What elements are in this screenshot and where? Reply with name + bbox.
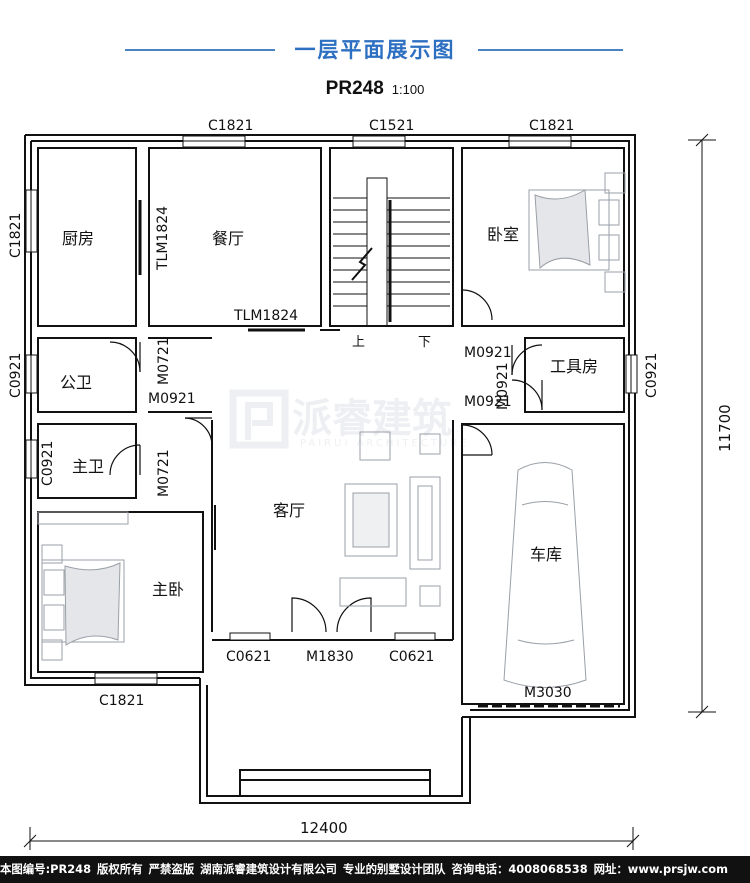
opening-labels: C1821 C1521 C1821 C1821 TLM1824 TLM1824 … (8, 118, 660, 709)
footer-item: 本图编号:PR248 (0, 862, 92, 876)
label-c1821-bottom: C1821 (99, 693, 144, 709)
label-m0921-right-lower: M0921 (464, 394, 512, 410)
staircase (333, 177, 450, 327)
bedroom-bed (528, 172, 626, 293)
title-line-left (125, 49, 275, 51)
room-master-bedroom: 主卧 (152, 580, 184, 599)
dimension-lines (23, 133, 716, 850)
title-line-right (478, 49, 623, 51)
label-m0721-upper: M0721 (156, 337, 172, 385)
label-m3030: M3030 (524, 685, 572, 701)
label-c1821-left: C1821 (8, 213, 24, 258)
label-m0721-lower: M0721 (156, 449, 172, 497)
label-c0621-left: C0621 (226, 649, 271, 665)
stair-down-label: 下 (418, 335, 431, 350)
dimension-width: 12400 (300, 819, 348, 837)
label-m0921-right-upper: M0921 (464, 345, 512, 361)
room-living: 客厅 (273, 501, 305, 520)
label-m0921-right-vertical: M0921 (495, 362, 511, 410)
label-c0921-left-upper: C0921 (8, 353, 24, 398)
room-garage: 车库 (530, 545, 562, 564)
label-tlm1824-horizontal: TLM1824 (233, 308, 298, 324)
label-c0621-right: C0621 (389, 649, 434, 665)
room-dining: 餐厅 (212, 229, 244, 248)
room-master-bath: 主卫 (72, 457, 104, 476)
dimension-height: 11700 (716, 404, 734, 452)
watermark-logo: 派睿建筑 PAIRUI ARCHITECTURE (229, 389, 469, 449)
label-m0921-left: M0921 (148, 391, 196, 407)
footer-bar: 本图编号:PR248 版权所有严禁盗版湖南派睿建筑设计有限公司专业的别墅设计团队咨… (0, 856, 750, 883)
watermark-text: 派睿建筑 (292, 396, 452, 442)
furniture (37, 172, 626, 688)
watermark-en: PAIRUI ARCHITECTURE (300, 438, 469, 449)
label-c1521-top: C1521 (369, 118, 414, 134)
footer-item: 专业的别墅设计团队 (342, 862, 446, 876)
footer-item: 严禁盗版 (148, 862, 195, 876)
label-c0921-right: C0921 (644, 353, 660, 398)
label-c0921-left-lower: C0921 (40, 441, 56, 486)
room-public-bath: 公卫 (60, 373, 92, 392)
label-c1821-top-left: C1821 (208, 118, 253, 134)
room-kitchen: 厨房 (62, 229, 94, 248)
label-c1821-top-right: C1821 (529, 118, 574, 134)
label-m1830: M1830 (306, 649, 354, 665)
footer-item: 网址：www.prsjw.com (593, 862, 728, 876)
doors (109, 289, 620, 708)
plan-scale: 1:100 (391, 82, 425, 97)
plan-code: PR248 (325, 78, 384, 99)
living-furniture (214, 431, 441, 607)
garage-car (503, 462, 587, 688)
footer-item: 湖南派睿建筑设计有限公司 (200, 862, 337, 876)
room-tool-room: 工具房 (550, 357, 598, 376)
plan-code-line: PR248 1:100 (0, 78, 750, 100)
windows (25, 135, 638, 685)
page-title: 一层平面展示图 (280, 38, 470, 62)
footer-item: 版权所有 (97, 862, 143, 876)
label-tlm1824-vertical: TLM1824 (155, 206, 171, 271)
master-bed (37, 511, 129, 661)
footer-item: 咨询电话：4008068538 (451, 862, 588, 876)
room-bedroom: 卧室 (487, 225, 519, 244)
title-bar: 一层平面展示图 (0, 30, 750, 70)
room-labels: 厨房 餐厅 卧室 公卫 工具房 主卫 客厅 主卧 车库 上 下 (60, 225, 598, 599)
stair-up-label: 上 (352, 335, 365, 350)
